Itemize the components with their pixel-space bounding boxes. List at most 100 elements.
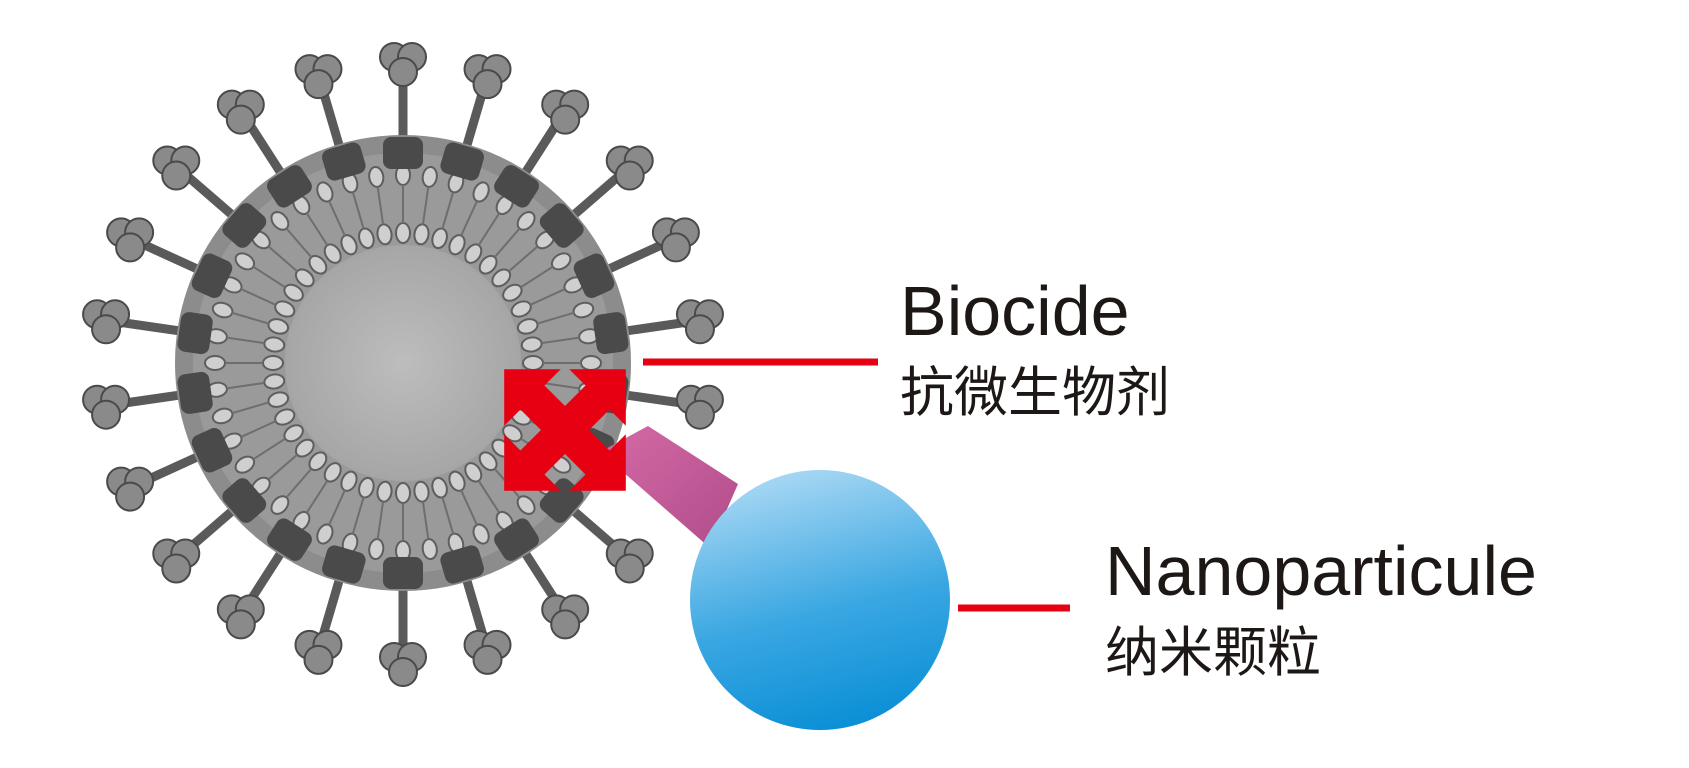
membrane-protein [191, 427, 233, 473]
lipid-head [472, 181, 490, 203]
lipid-tail [226, 336, 265, 345]
spike-head [660, 232, 691, 263]
biocide-label: Biocide [900, 272, 1130, 350]
lipid-tail [529, 288, 566, 306]
lipid-tail [460, 489, 478, 526]
lipid-head [274, 408, 296, 426]
nanoparticle-sphere [690, 470, 950, 730]
lipid-tail [460, 200, 478, 237]
spike-head [91, 399, 122, 430]
lipid-head [448, 234, 466, 256]
lipid-head [204, 355, 226, 371]
lipid-tail [305, 212, 329, 246]
spike-head [161, 160, 192, 191]
membrane-protein [383, 137, 423, 169]
lipid-tail [541, 381, 580, 390]
spike-head [303, 644, 334, 675]
virus-illustration [82, 42, 724, 687]
lipid-head [340, 234, 358, 256]
spike-head [91, 314, 122, 345]
lipid-tail [537, 311, 575, 325]
lipid-tail [285, 227, 313, 258]
nanoparticle-label: Nanoparticule [1105, 532, 1537, 610]
release-beam [600, 426, 738, 548]
lipid-head [516, 211, 536, 231]
membrane-protein [494, 518, 539, 561]
spike-head [550, 609, 581, 640]
membrane-protein [440, 142, 484, 181]
lipid-head [448, 470, 466, 492]
membrane-protein [267, 518, 312, 561]
lipid-head [316, 181, 334, 203]
lipid-head [516, 318, 539, 335]
membrane-protein [177, 371, 213, 414]
lipid-head [340, 470, 358, 492]
membrane-protein [222, 203, 267, 248]
lipid-head [395, 222, 411, 244]
lipid-tail [328, 489, 346, 526]
lipid-tail [493, 227, 521, 258]
membrane-protein [440, 545, 484, 584]
membrane-protein [539, 203, 584, 248]
lipid-head [395, 482, 411, 504]
membrane-protein [494, 165, 539, 208]
spike-head [614, 553, 645, 584]
lipid-tail [240, 420, 277, 438]
lipid-tail [477, 480, 501, 514]
lipid-tail [328, 200, 346, 237]
membrane-protein [322, 142, 366, 181]
lipid-tail [267, 245, 298, 273]
membrane-protein [593, 312, 629, 355]
lipid-tail [441, 497, 455, 535]
lipid-tail [267, 453, 298, 481]
nanoparticle-subtitle: 纳米颗粒 [1105, 621, 1321, 684]
spike-head [550, 104, 581, 135]
lipid-head [323, 462, 342, 483]
lipid-tail [477, 212, 501, 246]
lipid-head [502, 283, 523, 302]
lipid-tail [231, 311, 269, 325]
lipid-tail [520, 265, 554, 289]
lipid-head [283, 424, 304, 443]
membrane-protein [322, 545, 366, 584]
four-way-arrow-icon [504, 369, 626, 491]
lipid-tail [226, 381, 265, 390]
lipid-tail [351, 191, 365, 229]
spike-head [684, 314, 715, 345]
lipid-head [522, 355, 544, 371]
spike-head [684, 399, 715, 430]
lipid-head [572, 301, 595, 319]
spike-head [303, 69, 334, 100]
spike-head [225, 104, 256, 135]
lipid-head [516, 495, 536, 515]
spike-head [472, 69, 503, 100]
lipid-tail [252, 265, 286, 289]
lipid-tail [305, 480, 329, 514]
membrane-protein [573, 253, 615, 299]
membrane-protein [191, 253, 233, 299]
lipid-tail [441, 191, 455, 229]
lipid-head [464, 462, 483, 483]
spike-head [115, 481, 146, 512]
spike-head [161, 553, 192, 584]
spike-head [115, 232, 146, 263]
membrane-protein [267, 165, 312, 208]
lipid-tail [285, 468, 313, 499]
biocide-subtitle: 抗微生物剂 [900, 361, 1170, 424]
lipid-head [510, 300, 532, 318]
membrane-protein [222, 478, 267, 523]
lipid-tail [351, 497, 365, 535]
lipid-tail [376, 186, 385, 225]
spike-head [614, 160, 645, 191]
membrane-protein [383, 557, 423, 589]
lipid-head [323, 243, 342, 264]
lipid-tail [240, 288, 277, 306]
lipid-tail [541, 336, 580, 345]
lipid-head [520, 336, 543, 353]
virus-core [285, 245, 521, 481]
lipid-tail [252, 437, 286, 461]
lipid-head [580, 355, 602, 371]
spike-head [388, 57, 418, 87]
lipid-tail [376, 501, 385, 540]
